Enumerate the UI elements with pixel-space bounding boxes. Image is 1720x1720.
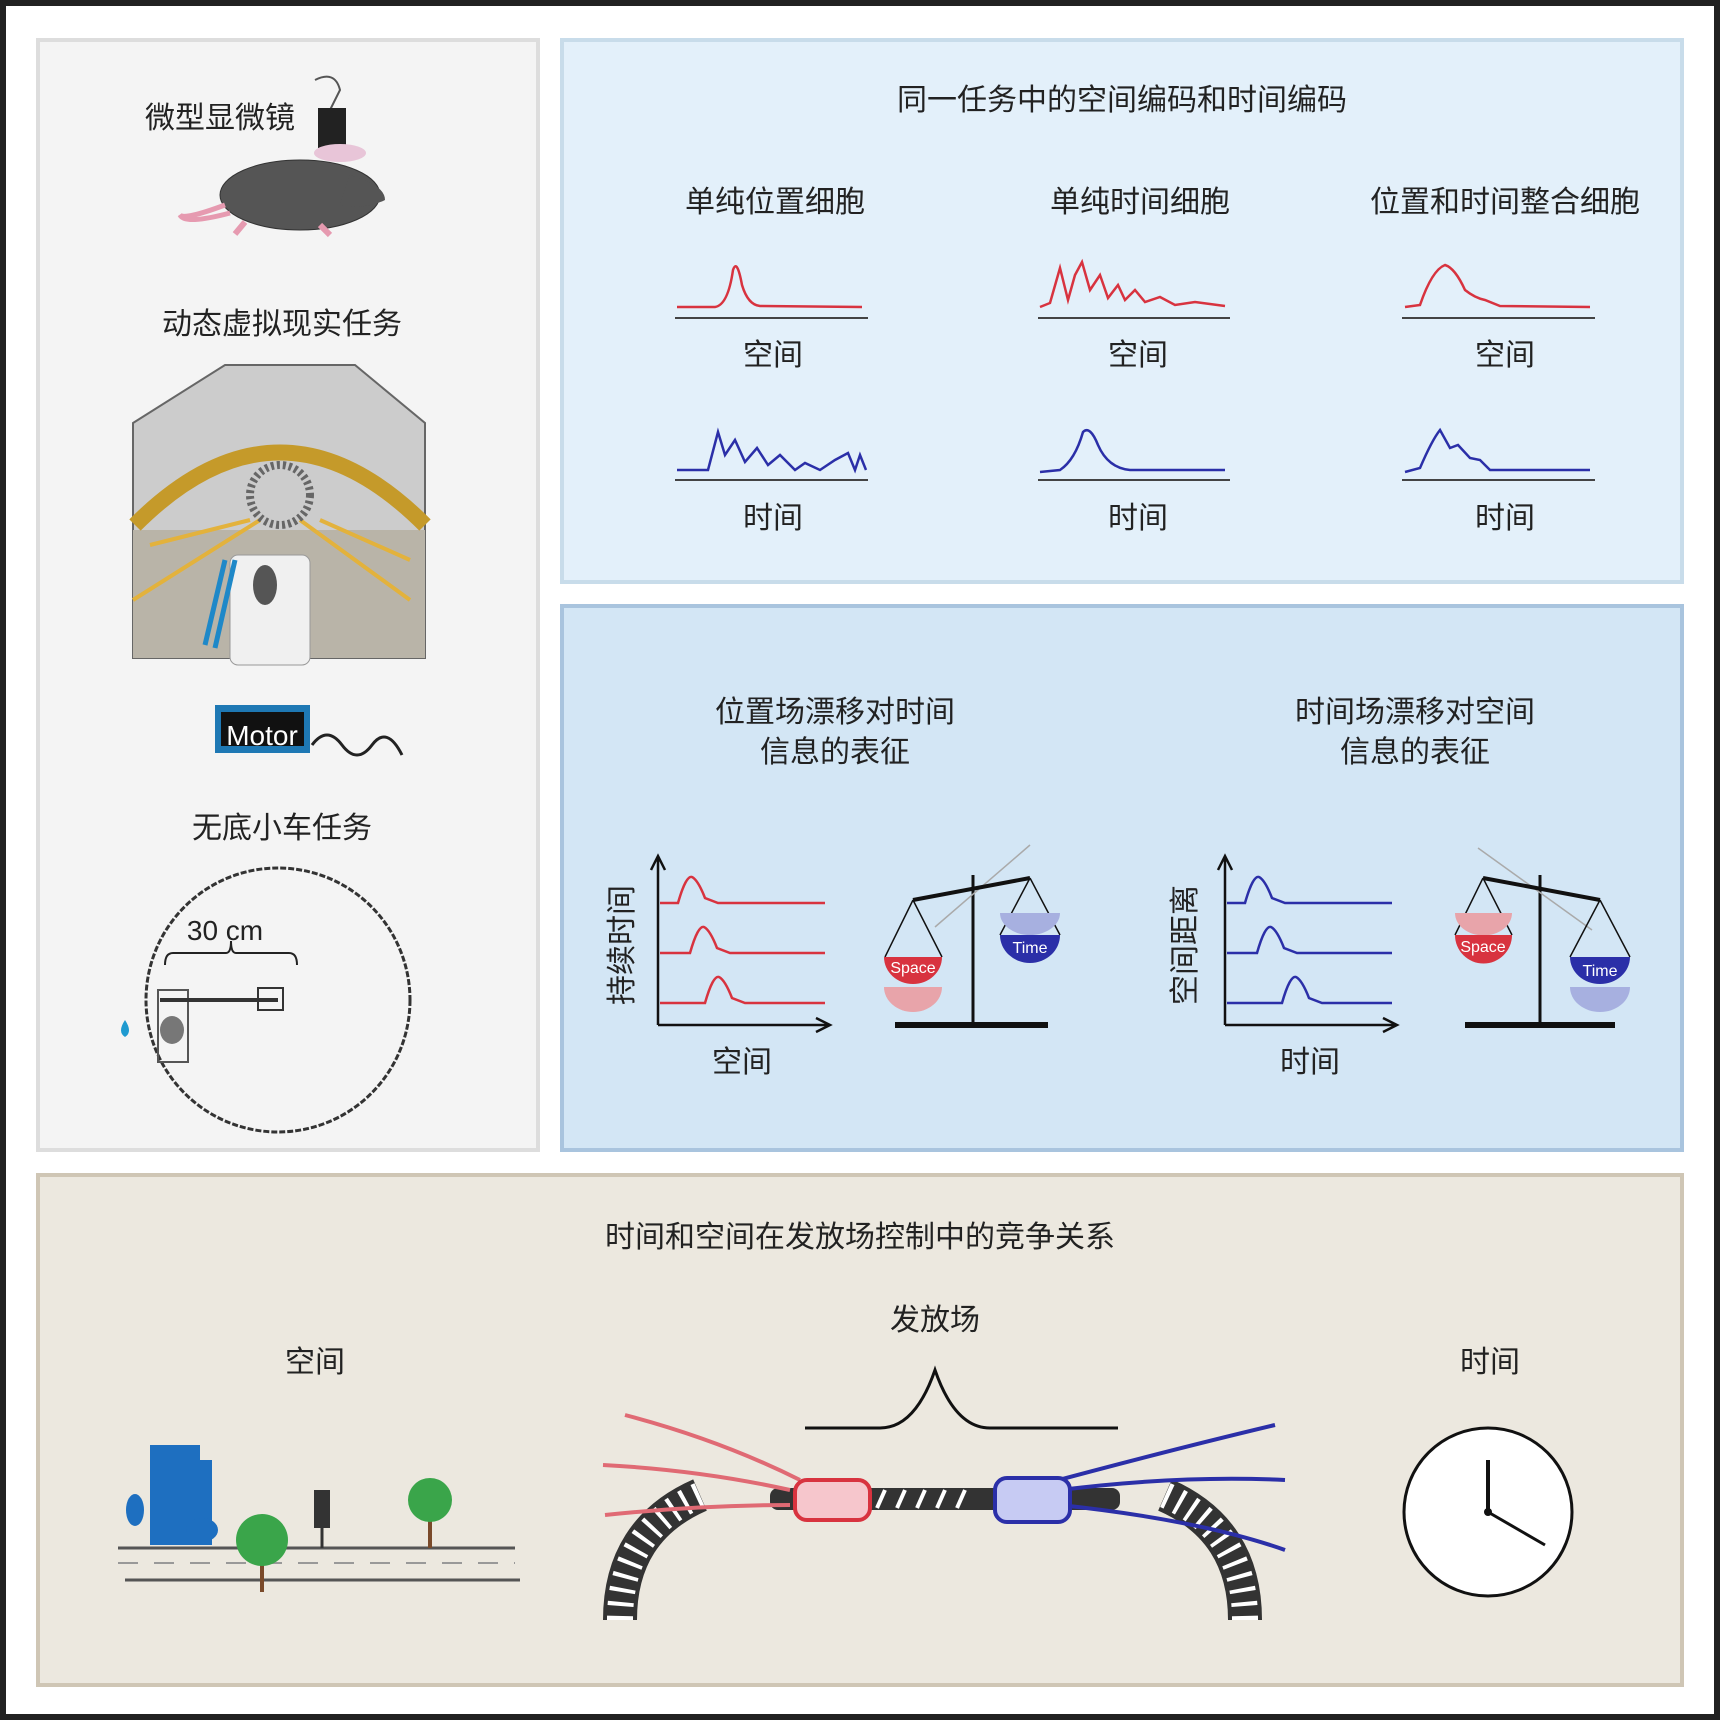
section-title-line1: 位置场漂移对时间 [715, 695, 955, 730]
microscope-label: 微型显微镜 [145, 101, 295, 136]
time-drift-section: 时间场漂移对空间 信息的表征 空间距离 时间 Time Space [1168, 695, 1631, 1080]
space-axis-label: 空间 [1475, 338, 1535, 373]
column-title: 单纯位置细胞 [685, 185, 865, 220]
time-trace [677, 427, 868, 474]
cart-task-label: 无底小车任务 [192, 811, 372, 846]
time-axis-label: 时间 [1108, 501, 1168, 536]
competition-panel: 时间和空间在发放场控制中的竞争关系 发放场 空间 时间 [36, 1173, 1684, 1687]
pan-label-light: Time [1013, 940, 1048, 957]
coding-panel-title: 同一任务中的空间编码和时间编码 [897, 83, 1347, 118]
place-drift-section: 位置场漂移对时间 信息的表征 持续时间 空间 Space Time [605, 695, 1061, 1080]
firing-field-label: 发放场 [890, 1303, 980, 1338]
space-axis-label: 空间 [1108, 338, 1168, 373]
x-axis-label: 时间 [1280, 1045, 1340, 1080]
balance-scale-time-heavy: Time Space [1454, 847, 1631, 1028]
section-title-line2: 信息的表征 [760, 735, 910, 770]
competition-title: 时间和空间在发放场控制中的竞争关系 [605, 1220, 1115, 1255]
space-trace [1404, 263, 1591, 309]
space-axis-label: 空间 [743, 338, 803, 373]
column-title: 位置和时间整合细胞 [1370, 185, 1640, 220]
pan-label-heavy: Space [890, 960, 935, 977]
y-axis-label: 持续时间 [605, 885, 640, 1005]
vr-task-label: 动态虚拟现实任务 [162, 307, 402, 342]
drift-panel: 位置场漂移对时间 信息的表征 持续时间 空间 Space Time [560, 604, 1684, 1152]
pan-label-heavy: Time [1583, 963, 1618, 980]
mouse-illustration [177, 75, 385, 238]
tug-of-war-illustration [602, 1365, 1286, 1621]
clock-icon [1402, 1426, 1574, 1598]
time-trace [1039, 428, 1225, 474]
time-axis-label: 时间 [1475, 501, 1535, 536]
distance-label: 30 cm [187, 915, 263, 946]
column-title: 单纯时间细胞 [1050, 185, 1230, 220]
column-time-cell: 单纯时间细胞 空间 时间 [1038, 185, 1230, 536]
motor-label: Motor [226, 720, 298, 751]
axes [649, 853, 833, 1034]
pan-label-light: Space [1460, 939, 1505, 956]
axes [1216, 853, 1400, 1034]
coding-panel: 同一任务中的空间编码和时间编码 单纯位置细胞 空间 时间 单纯时间细胞 空间 时… [560, 38, 1684, 584]
left-panel: 微型显微镜 动态虚拟现实任务 Motor 无底小车任务 [36, 38, 540, 1152]
city-street-illustration [118, 1445, 520, 1592]
water-drop-icon [121, 1020, 129, 1037]
column-place-cell: 单纯位置细胞 空间 时间 [675, 185, 868, 536]
section-title-line1: 时间场漂移对空间 [1295, 695, 1535, 730]
space-label: 空间 [285, 1345, 345, 1380]
section-title-line2: 信息的表征 [1340, 735, 1490, 770]
x-axis-label: 空间 [712, 1045, 772, 1080]
space-trace [677, 265, 863, 309]
time-trace [1404, 427, 1590, 474]
space-trace [1039, 258, 1226, 309]
time-axis-label: 时间 [743, 501, 803, 536]
y-axis-label: 空间距离 [1168, 885, 1203, 1005]
time-label: 时间 [1460, 1345, 1520, 1380]
cart-arena-illustration: 30 cm [121, 866, 412, 1134]
balance-scale-space-heavy: Space Time [884, 844, 1061, 1028]
firing-field-curve [805, 1365, 1118, 1430]
column-integrated-cell: 位置和时间整合细胞 空间 时间 [1370, 185, 1640, 536]
vr-setup-illustration: Motor [129, 364, 431, 757]
